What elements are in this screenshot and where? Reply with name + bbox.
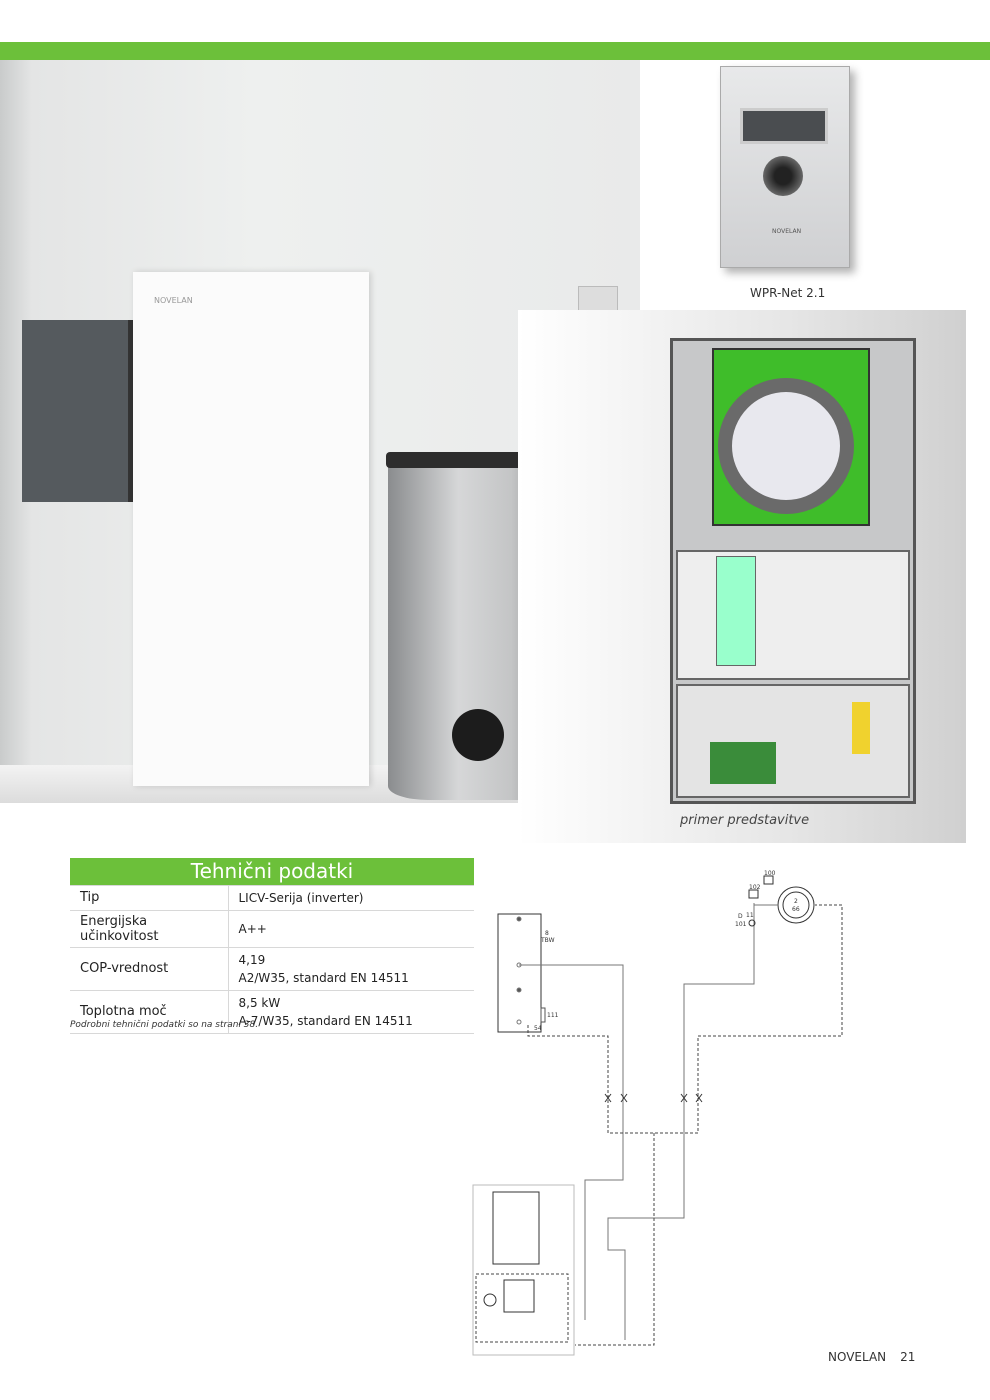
footer-brand: NOVELAN — [828, 1350, 887, 1364]
label: 102 — [749, 884, 761, 891]
pipe-dashed — [527, 904, 843, 1134]
sensor-102 — [748, 889, 759, 899]
cutaway-fan-ring — [718, 378, 854, 514]
row-value: LICV-Serija (inverter) — [228, 884, 474, 911]
label: 2 — [794, 898, 798, 905]
controller-knob — [763, 156, 803, 196]
heat-pump-unit — [133, 272, 369, 786]
cutaway-caption: primer predstavitve — [680, 813, 810, 828]
substation-dashed — [475, 1273, 569, 1343]
value-line: A-7/W35, standard EN 14511 — [238, 1013, 413, 1028]
table-note: Podrobni tehnični podatki so na strani 3… — [70, 1020, 259, 1030]
label: 111 — [547, 1012, 559, 1019]
label: 66 — [792, 906, 800, 913]
outdoor-duct — [22, 320, 134, 502]
connector — [516, 1019, 522, 1025]
table-row: Toplotna moč 8,5 kW A-7/W35, standard EN 1… — [70, 989, 474, 1034]
controller-label: WPR-Net 2.1 — [750, 286, 826, 300]
header-green-bar — [0, 42, 990, 60]
row-value: 8,5 kW A-7/W35, standard EN 14511 — [228, 989, 474, 1034]
sensor — [540, 1007, 546, 1023]
value-line: A2/W35, standard EN 14511 — [238, 970, 409, 985]
unit-logo: NOVELAN — [154, 296, 193, 305]
row-label: COP-vrednost — [70, 946, 229, 991]
cutaway-middle — [676, 550, 910, 680]
controller-screen — [740, 108, 828, 144]
substation-box — [472, 1184, 575, 1356]
row-label: Toplotna moč — [70, 989, 229, 1034]
substation-tank — [492, 1191, 540, 1265]
row-label: Energijska učinkovitost — [70, 909, 229, 948]
label: 101 — [735, 921, 747, 928]
pump-101 — [748, 919, 756, 927]
row-label: Tip — [70, 884, 229, 911]
row-value: A++ — [228, 909, 474, 948]
pipe — [519, 964, 624, 1320]
hydraulic-diagram: 8 TBW 111 54 100 102 11 D 101 2 66 — [472, 870, 843, 1356]
pump — [483, 1293, 497, 1307]
sensor-100 — [763, 875, 774, 885]
cutaway-board — [716, 556, 756, 666]
valves — [604, 1093, 703, 1103]
heat-pump-inner — [782, 891, 810, 919]
controller-brand: NOVELAN — [772, 228, 802, 235]
page-number: 21 — [900, 1350, 916, 1364]
label: D — [738, 913, 743, 920]
cutaway-component — [852, 702, 870, 754]
pipe — [607, 903, 755, 1340]
storage-tank — [497, 913, 542, 1033]
tank-port — [452, 709, 504, 761]
connector — [516, 916, 522, 922]
label: 100 — [764, 870, 776, 877]
substation-unit — [503, 1279, 535, 1313]
label: 11 — [746, 912, 754, 919]
label: 8 — [545, 930, 549, 937]
label: 54 — [534, 1025, 542, 1032]
page-footer: NOVELAN 21 — [828, 1350, 915, 1364]
value-line: 8,5 kW — [238, 995, 281, 1010]
pipe-dashed — [575, 1133, 655, 1346]
value-line: 4,19 — [238, 952, 266, 967]
table-title: Tehnični podatki — [70, 858, 474, 885]
connector — [516, 987, 522, 993]
label: TBW — [540, 937, 555, 944]
cutaway-pcb — [710, 742, 776, 784]
